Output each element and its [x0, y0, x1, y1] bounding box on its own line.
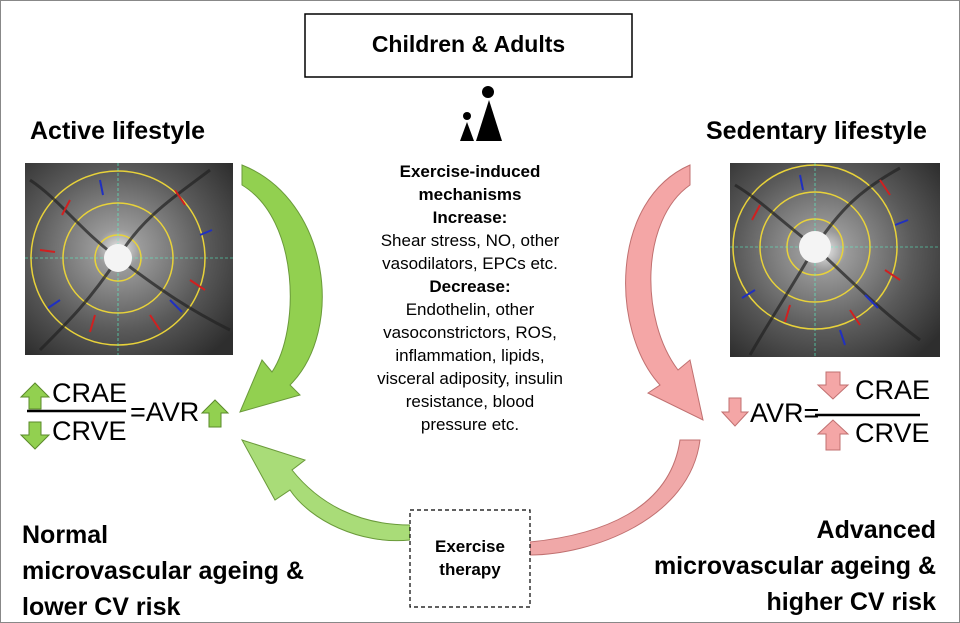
decrease-item: vasoconstrictors, ROS, — [383, 323, 557, 342]
down-arrow-icon — [816, 371, 850, 400]
right-numerator: CRAE — [855, 375, 931, 405]
advanced-outcome: Advanced microvascular ageing & higher C… — [654, 512, 936, 620]
decrease-item: resistance, blood — [405, 392, 535, 411]
sedentary-lifestyle-heading: Sedentary lifestyle — [706, 117, 927, 145]
exercise-therapy-box — [409, 509, 531, 608]
outcome-line: microvascular ageing & — [653, 552, 936, 580]
up-arrow-icon — [200, 399, 230, 428]
left-denominator: CRVE — [52, 416, 127, 446]
right-denominator: CRVE — [855, 418, 930, 448]
mechanisms-heading: Exercise-induced — [399, 162, 541, 181]
increase-item: Shear stress, NO, other — [380, 231, 560, 250]
retina-image-sedentary — [730, 163, 940, 357]
down-arrow-icon — [720, 397, 750, 427]
decrease-label: Decrease: — [429, 277, 511, 296]
right-result: AVR= — [750, 398, 820, 428]
green-curved-arrow-top — [239, 164, 323, 413]
title-box — [304, 13, 633, 78]
decrease-item: inflammation, lipids, — [395, 346, 545, 365]
pink-curved-arrow-top — [625, 164, 704, 421]
outcome-line: higher CV risk — [766, 588, 937, 616]
mechanisms-text: Exercise-induced mechanisms Increase: Sh… — [350, 160, 590, 436]
therapy-line: Exercise — [435, 537, 505, 556]
increase-label: Increase: — [432, 208, 508, 227]
decrease-item: Endothelin, other — [405, 300, 535, 319]
down-arrow-icon — [19, 421, 51, 450]
exercise-therapy-label: Exercise therapy — [410, 535, 530, 581]
outcome-line: microvascular ageing & — [22, 557, 305, 585]
left-numerator: CRAE — [52, 378, 128, 408]
up-arrow-icon — [19, 382, 51, 410]
normal-outcome: Normal microvascular ageing & lower CV r… — [22, 517, 304, 623]
mechanisms-heading: mechanisms — [418, 185, 522, 204]
active-lifestyle-heading: Active lifestyle — [30, 117, 206, 145]
retina-image-active — [25, 163, 233, 355]
outcome-line: lower CV risk — [22, 593, 181, 621]
outcome-line: Normal — [22, 521, 109, 549]
outcome-line: Advanced — [816, 516, 936, 544]
green-curved-arrow-bottom — [240, 439, 411, 542]
therapy-line: therapy — [439, 560, 501, 579]
increase-item: vasodilators, EPCs etc. — [382, 254, 558, 273]
people-icon — [460, 86, 502, 141]
left-result: =AVR — [130, 397, 200, 427]
up-arrow-icon — [816, 419, 850, 451]
page-title: Children & Adults — [371, 31, 566, 57]
decrease-item: visceral adiposity, insulin — [377, 369, 563, 388]
decrease-item: pressure etc. — [420, 415, 520, 434]
